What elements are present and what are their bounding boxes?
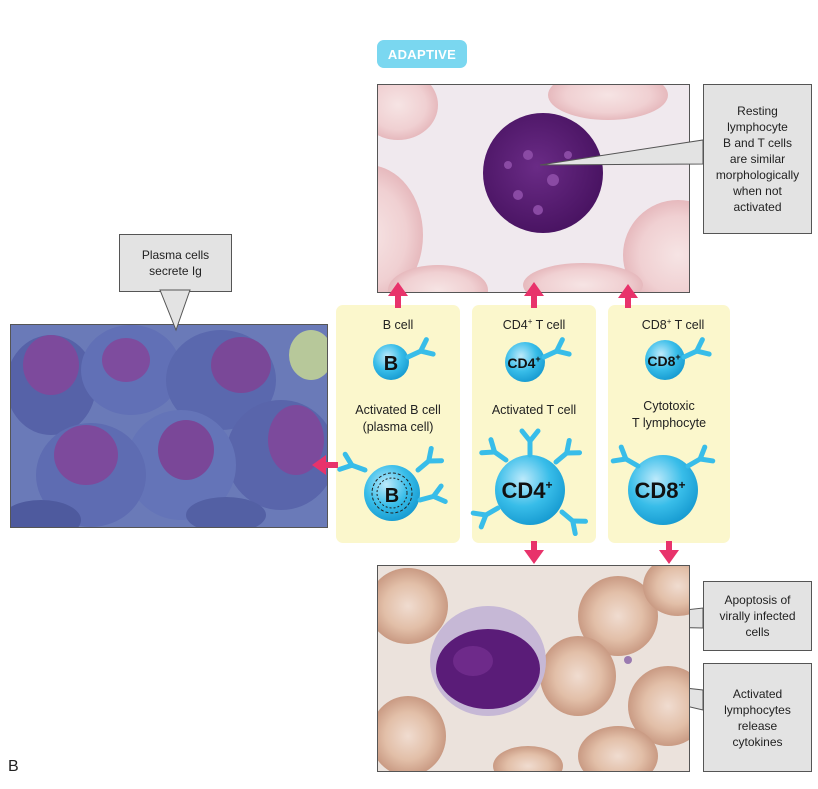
arrow-up-icon (524, 282, 544, 308)
cytotoxic-cd8-cell-icon (628, 455, 698, 525)
plasma-cell-er-rings (376, 477, 408, 509)
activated-lymphocyte-micrograph (377, 565, 690, 772)
b-cell-symbol: B (384, 353, 398, 375)
arrow-left-icon (312, 455, 338, 475)
plasma-cells-image (11, 325, 327, 527)
cd4-cell-symbol: CD4+ (507, 354, 540, 371)
cytotoxic-cd8-symbol: CD8+ (634, 478, 685, 503)
callout-line: Activated (732, 686, 783, 701)
callout-line: cytokines (732, 734, 783, 749)
b-cell-label: B cell (383, 318, 414, 332)
activated-b-cell-label: Activated B cell (355, 403, 440, 417)
activated-b-cell-symbol: B (385, 485, 399, 507)
plasma-cells-micrograph (10, 324, 328, 528)
activated-cd4-cell-icon (495, 455, 565, 525)
b-cell-icon (373, 344, 409, 380)
resting-callout-pointer (539, 139, 704, 166)
plasma-cell-er-rings (371, 472, 413, 514)
apoptosis-callout: Apoptosis of virally infected cells (703, 581, 812, 651)
arrow-down-icon (524, 541, 544, 564)
cd4-label: CD4+ T cell (503, 317, 566, 332)
cytokines-callout: Activated lymphocytes release cytokines (703, 663, 812, 772)
callout-line: Resting (737, 104, 778, 118)
arrow-down-icon (659, 541, 679, 564)
adaptive-badge: ADAPTIVE (377, 40, 467, 68)
plasma-callout-pointer (159, 289, 191, 332)
arrow-up-icon (388, 282, 408, 308)
callout-line: activated (733, 200, 782, 214)
figure-letter: B (8, 758, 19, 775)
resting-lymphocyte-image (378, 85, 689, 292)
activated-t-cell-label: Activated T cell (492, 403, 576, 417)
callout-line: lymphocyte (727, 120, 788, 134)
callout-line: cells (745, 625, 770, 639)
callout-line: are similar (729, 152, 786, 166)
callout-line: secrete Ig (149, 264, 202, 278)
callout-line: virally infected (719, 609, 796, 623)
callout-line: release (737, 718, 778, 733)
plasma-cell-label: (plasma cell) (363, 420, 434, 434)
activated-cd4-symbol: CD4+ (501, 478, 552, 503)
callout-line: morphologically (715, 168, 800, 182)
resting-lymphocyte-micrograph (377, 84, 690, 293)
callout-line: B and T cells (723, 136, 792, 150)
callout-line: Apoptosis of (724, 593, 791, 607)
t-lymphocyte-label: T lymphocyte (632, 416, 706, 430)
cd8-cell-symbol: CD8+ (647, 352, 680, 369)
cd8-cell-icon (645, 340, 685, 380)
callout-line: lymphocytes (724, 702, 791, 717)
cytotoxic-label: Cytotoxic (643, 399, 694, 413)
cd4-cell-icon (505, 342, 545, 382)
cd8-label: CD8+ T cell (642, 317, 705, 332)
callout-line: Plasma cells (141, 248, 210, 262)
resting-lymphocyte-callout: Resting lymphocyte B and T cells are sim… (703, 84, 812, 234)
callout-line: when not (733, 184, 782, 198)
arrow-up-icon (618, 284, 638, 308)
activated-lymphocyte-image (378, 566, 689, 771)
